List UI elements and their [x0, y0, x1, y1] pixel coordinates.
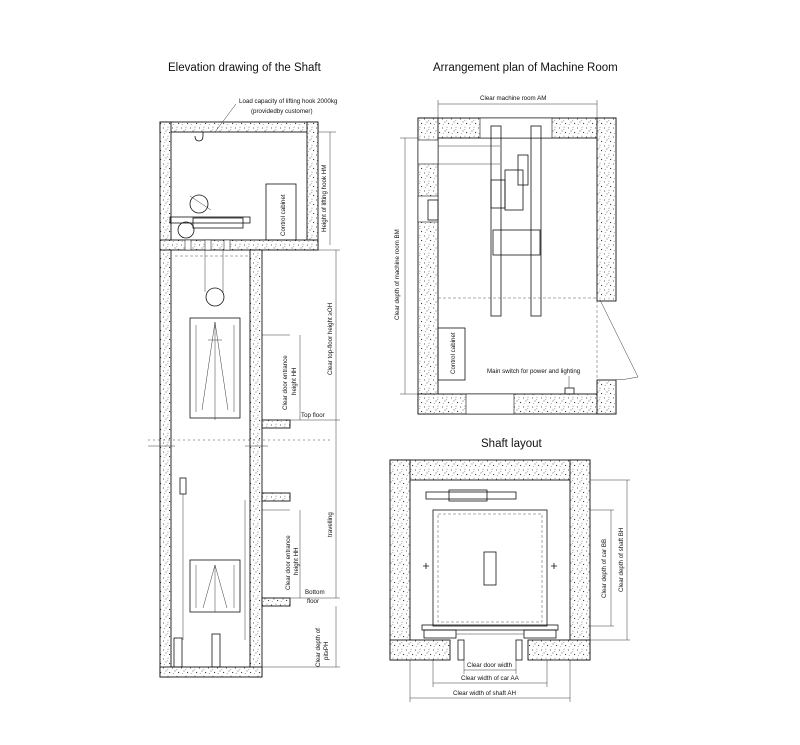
hook-height-label: Height of lifting hook HM — [321, 165, 328, 232]
elevation-left-wall — [159, 121, 172, 678]
door-height-top-label-2: height HH — [291, 367, 298, 395]
hook-capacity-label: Load capacity of lifting hook 2000kg — [239, 98, 338, 105]
top-floor-height-label: Clear top-floor height ≥OH — [327, 303, 334, 375]
shaft-layout-title: Shaft layout — [481, 438, 542, 450]
shaft-left-wall — [389, 459, 411, 661]
elevation-shaft-right-wall — [249, 249, 263, 678]
traction-sheave — [189, 194, 209, 214]
elevation-drawing: Load capacity of lifting hook 2000kg (pr… — [148, 98, 340, 678]
elevation-mid-floor-slab — [261, 492, 291, 502]
pit-depth-label-2: pit≥PH — [323, 641, 330, 660]
elevation-bottom-floor-slab — [261, 597, 291, 607]
car-outline — [432, 509, 548, 627]
machine-room-control-cabinet-label: Control cabinet — [450, 332, 457, 374]
main-switch-label: Main switch for power and lighting — [487, 368, 581, 375]
top-floor-label: Top floor — [301, 412, 325, 419]
car-depth-label: Clear depth of car BB — [601, 539, 608, 598]
shaft-bottom-wall-right — [527, 639, 591, 661]
pit-depth-label: Clear depth of — [315, 628, 322, 667]
elevation-machine-floor — [159, 239, 319, 251]
elevation-title: Elevation drawing of the Shaft — [168, 62, 321, 74]
elevation-roof-slab — [159, 121, 319, 133]
car-center-mark — [483, 551, 497, 586]
machine-room-control-cabinet — [437, 327, 466, 381]
door-height-top-label: Clear door entrance — [282, 355, 289, 410]
shaft-width-label: Clear width of shaft AH — [453, 690, 516, 697]
machine-room-title: Arrangement plan of Machine Room — [433, 62, 618, 74]
car-door-sill — [421, 624, 559, 631]
machine-room-right-wall — [596, 117, 617, 302]
lifting-hook — [194, 132, 204, 142]
car-width-label: Clear width of car AA — [461, 675, 520, 682]
shaft-layout-plan: Clear depth of car BB Clear depth of sha… — [389, 459, 630, 702]
machine-room-plan: Clear machine room AM Clear depth of mac… — [394, 95, 639, 415]
diverter-sheave — [205, 287, 225, 307]
shaft-depth-label: Clear depth of shaft BH — [618, 528, 625, 592]
machine-room-bottom-wall — [417, 393, 617, 415]
door-height-bottom-label: Clear door entrance — [285, 535, 292, 590]
counterweight — [425, 491, 517, 500]
pit-buffer-right — [211, 633, 221, 668]
elevation-control-cabinet — [265, 183, 297, 241]
provided-by-label: (providedby customer) — [251, 108, 313, 115]
main-switch — [564, 387, 575, 395]
pit-buffer-left — [173, 637, 183, 668]
door-height-bottom-label-2: height HH — [293, 547, 300, 575]
elevation-top-floor-slab — [261, 419, 291, 429]
bottom-floor-label: Bottom — [305, 589, 325, 596]
elevation-right-wall-upper — [306, 121, 319, 251]
elevation-pit-floor — [159, 666, 263, 678]
shaft-top-wall — [389, 459, 591, 481]
shaft-bottom-wall-left — [389, 639, 451, 661]
machine-room-depth-label: Clear depth of machine room BM — [394, 229, 401, 320]
bottom-floor-label-2: floor — [307, 598, 319, 605]
door-width-label: Clear door width — [467, 662, 513, 669]
machine-room-width-label: Clear machine room AM — [480, 95, 546, 102]
travelling-label: travelling — [327, 512, 334, 537]
elevation-control-cabinet-label: Control cabinet — [280, 194, 287, 236]
shaft-right-wall — [569, 459, 591, 661]
